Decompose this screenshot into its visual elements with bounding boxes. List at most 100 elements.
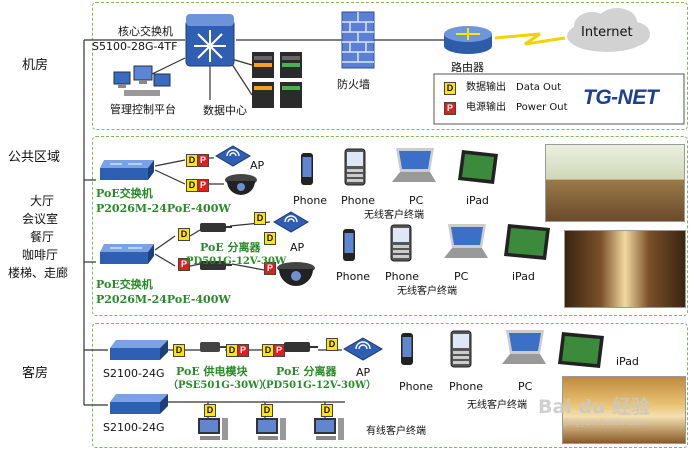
- ap-label: AP: [250, 159, 265, 172]
- terminal-label-phone: Phone: [293, 194, 328, 207]
- pc-laptop-icon: [444, 224, 488, 258]
- place-meeting-room: 会议室: [22, 212, 59, 226]
- phone-icon: [450, 330, 472, 368]
- access-switch-1-label: S2100-24G: [103, 367, 165, 380]
- desktop-pc-icon: [198, 418, 228, 440]
- zone-label-guest-room: 客房: [22, 366, 49, 381]
- poe-injector-icon: [200, 342, 226, 352]
- wireless-terminals-caption: 无线客户终端: [467, 400, 527, 411]
- core-switch-icon: [185, 14, 235, 67]
- internet-cloud-icon: [567, 8, 650, 52]
- core-switch-model: S5100-28G-4TF: [92, 40, 178, 53]
- data-badge: D: [254, 212, 266, 225]
- internet-label: Internet: [581, 25, 633, 40]
- place-cafe: 咖啡厅: [22, 248, 59, 262]
- poe-injector-model: （PSE501G-30W）: [168, 380, 270, 391]
- poe-switch-1-model: P2026M-24PoE-400W: [96, 202, 231, 215]
- data-badge: D: [261, 404, 273, 417]
- terminal-label-phone: Phone: [385, 270, 420, 283]
- data-badge: D: [264, 232, 276, 245]
- access-switch-1-icon: [110, 340, 168, 360]
- wan-link: [494, 32, 566, 46]
- legend-power-en: Power Out: [516, 102, 568, 113]
- access-point-icon: [273, 211, 309, 233]
- place-stairs-corridor: 楼梯、走廊: [8, 266, 69, 280]
- router-icon: [444, 26, 492, 54]
- zone-label-core-room: 机房: [22, 58, 49, 73]
- corridor-photo: [564, 230, 686, 308]
- phone-icon: [390, 224, 412, 262]
- ipad-tablet-icon: [504, 224, 550, 260]
- poe-splitter-icon: [284, 342, 318, 352]
- router-label: 路由器: [451, 61, 484, 74]
- terminal-label-phone: Phone: [399, 380, 434, 393]
- ap-label: AP: [290, 241, 305, 254]
- phone-icon: [301, 153, 313, 185]
- ipad-tablet-icon: [458, 150, 498, 184]
- poe-splitter-name: PoE 分离器: [200, 241, 261, 254]
- tg-net-logo: TG-NET: [583, 86, 659, 109]
- poe-splitter-icon: [200, 223, 232, 232]
- terminal-label-phone: Phone: [336, 270, 371, 283]
- management-platform-icon: [113, 65, 171, 96]
- data-badge: D: [173, 344, 185, 357]
- poe-splitter-icon: [200, 261, 232, 270]
- place-restaurant: 餐厅: [30, 230, 55, 244]
- legend-power-badge: P: [444, 102, 456, 115]
- terminal-label-ipad: iPad: [616, 355, 639, 368]
- baidu-watermark-url: jingyan.baidu.com: [564, 418, 648, 428]
- firewall-icon: [341, 11, 375, 69]
- access-point-icon: [343, 337, 383, 361]
- lobby-photo: [545, 144, 685, 222]
- phone-icon: [343, 229, 355, 261]
- phone-icon: [401, 333, 413, 365]
- poe-switch-2-model: P2026M-24PoE-400W: [96, 293, 231, 306]
- pc-laptop-icon: [502, 330, 546, 364]
- power-badge: P: [178, 258, 190, 271]
- power-badge: P: [197, 179, 209, 192]
- ipad-tablet-icon: [558, 332, 604, 368]
- access-point-icon: [215, 145, 251, 167]
- data-badge: D: [204, 404, 216, 417]
- poe-splitter-model: （PD501G-12V-30W）: [256, 380, 377, 391]
- legend-data-badge: D: [444, 82, 456, 95]
- ap-label: AP: [356, 366, 371, 379]
- terminal-label-pc: PC: [454, 270, 469, 283]
- place-lobby: 大厅: [30, 194, 55, 208]
- terminal-label-phone: Phone: [449, 380, 484, 393]
- poe-splitter-name: PoE 分离器: [276, 365, 337, 378]
- poe-switch-1-icon: [100, 160, 154, 180]
- core-switch-label: 核心交换机: [118, 25, 173, 38]
- poe-switch-2-icon: [100, 244, 154, 264]
- wireless-terminals-caption: 无线客户终端: [397, 286, 457, 297]
- firewall-label: 防火墙: [337, 78, 370, 91]
- guest-room-zone: [92, 323, 688, 448]
- legend-data-cn: 数据输出: [466, 82, 506, 93]
- desktop-pc-icon: [256, 418, 286, 440]
- zone-label-public-area: 公共区域: [8, 150, 61, 165]
- desktop-pc-icon: [314, 418, 344, 440]
- wireless-terminals-caption: 无线客户终端: [364, 210, 424, 221]
- data-center-label: 数据中心: [203, 104, 247, 117]
- terminal-label-pc: PC: [518, 380, 533, 393]
- pc-laptop-icon: [392, 148, 436, 182]
- management-platform-label: 管理控制平台: [110, 103, 176, 116]
- wired-terminals-caption: 有线客户终端: [366, 426, 426, 437]
- poe-switch-2-name: PoE交换机: [96, 278, 153, 291]
- baidu-watermark: Bai du 经验: [538, 396, 651, 418]
- power-badge: P: [197, 154, 209, 167]
- data-badge: D: [321, 404, 333, 417]
- terminal-label-pc: PC: [409, 194, 424, 207]
- guest-room-photo: [562, 376, 686, 444]
- terminal-label-ipad: iPad: [466, 194, 489, 207]
- terminal-label-phone: Phone: [341, 194, 376, 207]
- legend-power-cn: 电源输出: [466, 102, 506, 113]
- access-switch-2-label: S2100-24G: [103, 421, 165, 434]
- dome-camera-icon: [277, 262, 315, 286]
- dome-camera-icon: [225, 174, 257, 195]
- terminal-label-ipad: iPad: [512, 270, 535, 283]
- power-badge: P: [264, 262, 276, 275]
- poe-splitter-model: PD501G-12V-30W: [186, 256, 287, 267]
- phone-icon: [344, 148, 366, 186]
